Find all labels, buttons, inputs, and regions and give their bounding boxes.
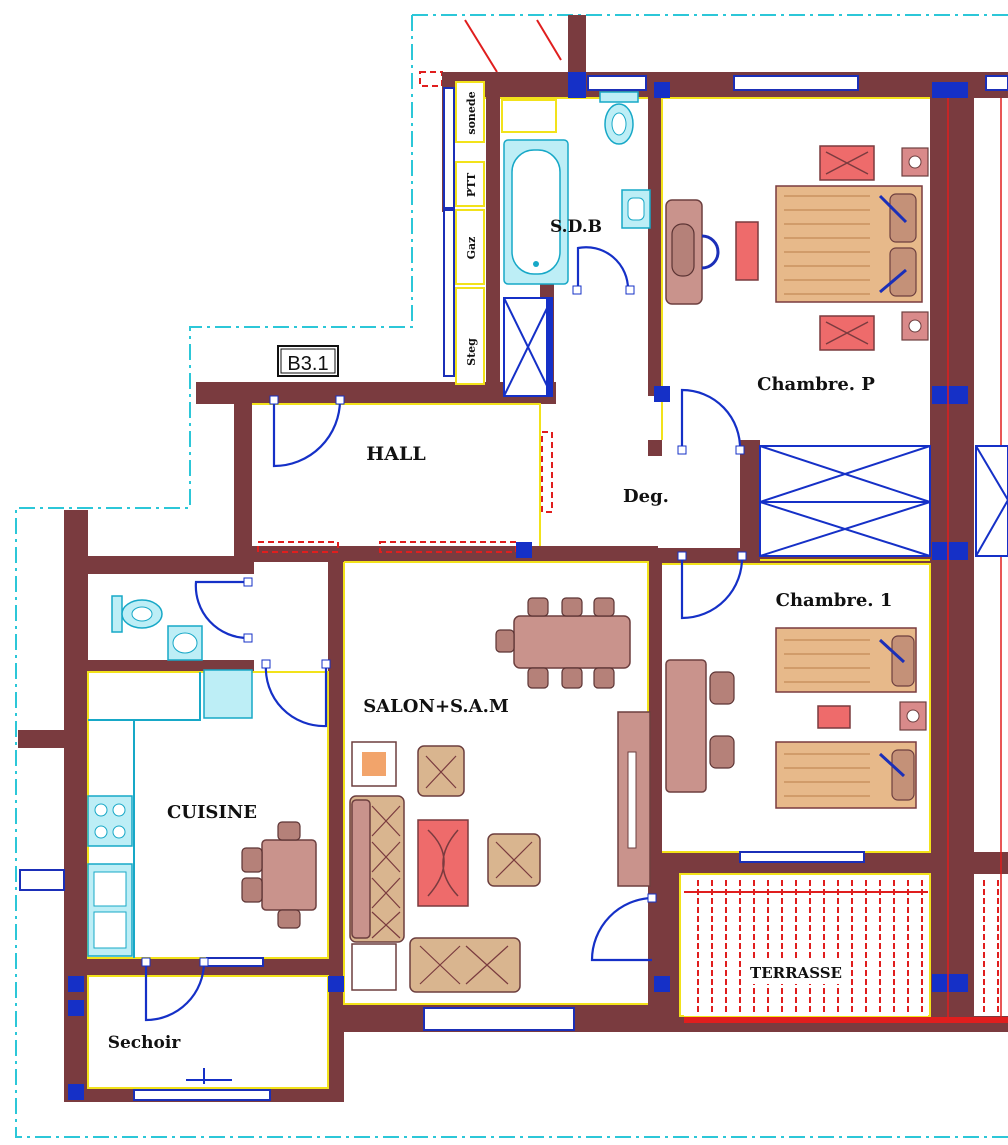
- coffee-table-icon: [417, 819, 469, 907]
- room-label-cuisine: CUISINE: [167, 802, 257, 823]
- dressing-table-icon: [665, 199, 720, 305]
- room-label-sechoir: Sechoir: [108, 1033, 182, 1053]
- closet-crossed: [759, 445, 1008, 557]
- room-label-deg: Deg.: [623, 486, 669, 507]
- stove-icon: [87, 795, 133, 847]
- wc-toilet-icon: [111, 595, 163, 633]
- kitchen-sink-icon: [87, 863, 133, 957]
- room-label-hall: HALL: [366, 443, 425, 465]
- wc-sink-icon: [167, 625, 203, 661]
- desk-icon: [665, 659, 735, 793]
- dining-table-icon: [495, 597, 631, 689]
- toilet-icon: [599, 91, 639, 145]
- nightstand-icon: [901, 147, 929, 341]
- label-gaz: Gaz: [465, 237, 478, 260]
- kitchen-table-icon: [241, 821, 317, 929]
- label-ptt: PTT: [465, 172, 478, 197]
- single-bed-icon: [775, 627, 917, 809]
- nightstand-icon: [817, 701, 927, 731]
- access-lines: [419, 19, 562, 87]
- block-tag: B3.1: [277, 345, 339, 377]
- terrace-label-bg: [742, 958, 848, 984]
- armchair-icon: [417, 745, 541, 887]
- room-label-chambre-p: Chambre. P: [757, 374, 875, 395]
- terrace-railing: [684, 876, 1008, 1023]
- room-label-chambre-1: Chambre. 1: [776, 590, 893, 611]
- room-label-salon: SALON+S.A.M: [363, 696, 509, 717]
- room-label-terrasse: TERRASSE: [750, 964, 842, 982]
- bathtub-icon: [503, 139, 569, 285]
- side-table-icon: [351, 741, 397, 991]
- drying-rack-icon: [186, 1068, 232, 1084]
- room-label-sdb: S.D.B: [550, 217, 602, 237]
- bedroom-chairs-icon: [735, 145, 875, 351]
- label-steg: Steg: [465, 338, 478, 366]
- label-sonede: sonede: [465, 91, 478, 134]
- pillars: [68, 72, 968, 1100]
- windows: [19, 75, 1008, 1101]
- washbasin-icon: [621, 189, 651, 229]
- walls: [18, 15, 1008, 1102]
- ventilation-duct: [503, 297, 553, 397]
- meter-closets: sonede PTT Gaz Steg: [455, 81, 557, 385]
- sofa-icon: [349, 795, 521, 993]
- property-boundary: [15, 14, 1008, 1138]
- block-tag-text: B3.1: [287, 353, 328, 375]
- kitchen-counter: [88, 669, 253, 958]
- double-bed-icon: [775, 185, 923, 303]
- doors: [141, 246, 747, 1022]
- tv-cabinet-icon: [617, 711, 651, 887]
